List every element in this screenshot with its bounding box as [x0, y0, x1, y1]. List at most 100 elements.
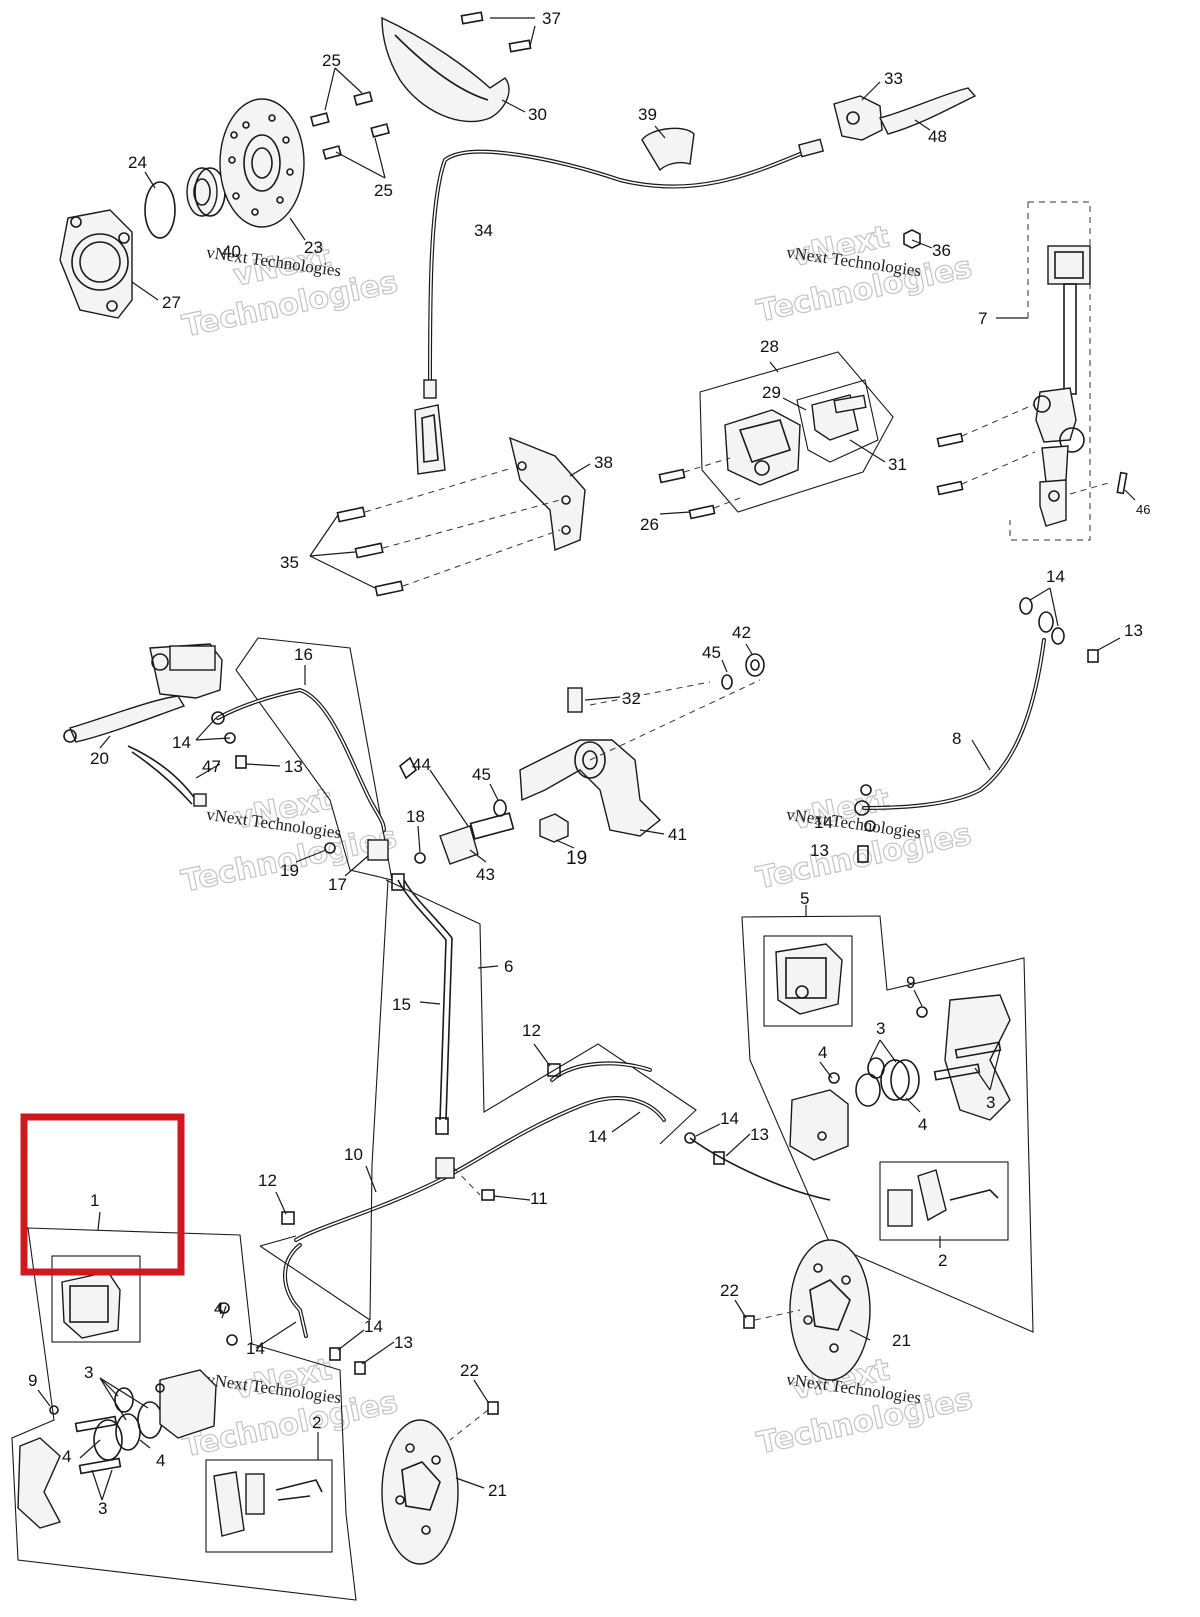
callout-4: 4 — [918, 1115, 927, 1134]
callout-45: 45 — [702, 643, 721, 662]
brake-pedal-assembly — [398, 653, 765, 865]
group-outline-1 — [11, 1227, 357, 1601]
cable-clip-39 — [641, 127, 695, 172]
leaders-disc-left — [455, 1379, 489, 1489]
callout-1: 1 — [90, 1191, 99, 1210]
centre-hoses — [259, 873, 831, 1375]
lever-holder-33 — [833, 95, 883, 141]
callout-31: 31 — [888, 455, 907, 474]
callout-14: 14 — [172, 733, 191, 752]
master-cylinder-7 — [1035, 387, 1077, 443]
watermark-top-left: vNext Technologies vNext Technologies — [179, 238, 401, 345]
callout-25: 25 — [322, 51, 341, 70]
leaders-hose8 — [971, 587, 1121, 771]
rear-brake-hose-8 — [854, 597, 1099, 863]
callout-20: 20 — [90, 749, 109, 768]
leaders-lever — [861, 81, 933, 249]
callout-36: 36 — [932, 241, 951, 260]
callout-40: 40 — [222, 242, 241, 261]
callout-3: 3 — [98, 1499, 107, 1518]
grease-nipple-44 — [398, 756, 418, 780]
callout-43: 43 — [476, 865, 495, 884]
callout-13: 13 — [284, 757, 303, 776]
callout-2: 2 — [938, 1251, 947, 1270]
callout-29: 29 — [762, 383, 781, 402]
callout-48: 48 — [928, 127, 947, 146]
leaders-front-master — [99, 665, 421, 877]
callout-24: 24 — [128, 153, 147, 172]
callout-23: 23 — [304, 238, 323, 257]
leaders-left-caliper — [37, 1211, 319, 1501]
leaders-master — [996, 317, 1136, 501]
banjo-17 — [367, 839, 389, 861]
front-lever-20 — [69, 695, 186, 743]
leaders-pedal — [429, 643, 753, 863]
group-outline-5 — [741, 915, 1034, 1333]
caliper-bracket-right — [944, 994, 1011, 1121]
spring-32 — [567, 687, 583, 713]
leaders-centre — [255, 965, 751, 1365]
leaders-right-caliper — [805, 905, 1001, 1248]
callout-2: 2 — [312, 1413, 321, 1432]
disc-21-right — [743, 1239, 871, 1381]
callout-28: 28 — [760, 337, 779, 356]
watermark-mid-right: vNext Technologies vNext Technologies — [753, 782, 975, 897]
callout-19: 19 — [280, 861, 299, 880]
callout-27: 27 — [162, 293, 181, 312]
highlight-box-callout-1 — [20, 1113, 185, 1276]
callout-39: 39 — [638, 105, 657, 124]
hose-10 — [294, 1096, 666, 1242]
callout-14: 14 — [588, 1127, 607, 1146]
caliper-body-left — [159, 1369, 217, 1439]
callout-7: 7 — [978, 309, 987, 328]
pivot-bolt-43 — [439, 825, 479, 865]
hose-15 — [397, 879, 447, 1121]
callout-12: 12 — [522, 1021, 541, 1040]
callout-4: 4 — [214, 1299, 223, 1318]
callout-14: 14 — [364, 1317, 383, 1336]
rear-disc-assembly — [59, 11, 532, 319]
callout-4: 4 — [156, 1451, 165, 1470]
callout-labels: 37 25 25 24 40 23 27 30 39 33 48 34 36 7… — [28, 9, 1150, 1518]
callout-11: 11 — [530, 1189, 548, 1208]
callout-3: 3 — [876, 1019, 885, 1038]
callout-4: 4 — [818, 1043, 827, 1062]
callout-3: 3 — [84, 1363, 93, 1382]
callout-44: 44 — [412, 755, 431, 774]
callout-30: 30 — [528, 105, 547, 124]
o-ring-24 — [144, 181, 176, 239]
nut-19 — [539, 813, 569, 843]
washer-45b — [493, 799, 507, 817]
brake-cable-assembly — [336, 127, 825, 597]
brake-lever-48 — [878, 87, 977, 135]
callout-45: 45 — [472, 765, 491, 784]
callout-38: 38 — [594, 453, 613, 472]
callout-34: 34 — [474, 221, 493, 240]
watermark-top-right: vNext Technologies vNext Technologies — [753, 219, 975, 330]
callout-13: 13 — [394, 1333, 413, 1352]
callout-35: 35 — [280, 553, 299, 572]
watermark-bottom-right: vNext Technologies vNext Technologies — [754, 1352, 976, 1462]
callout-33: 33 — [884, 69, 903, 88]
leaders-top-left — [131, 17, 536, 301]
brake-pedal-41 — [519, 739, 662, 837]
callout-22: 22 — [720, 1281, 739, 1300]
callout-16: 16 — [294, 645, 313, 664]
callout-14: 14 — [720, 1109, 739, 1128]
washer-42 — [745, 653, 765, 677]
callout-21: 21 — [488, 1481, 507, 1500]
brake-pad-2-right — [887, 1189, 913, 1227]
group-outline-28 — [699, 351, 894, 513]
callout-10: 10 — [344, 1145, 363, 1164]
callout-46: 46 — [1136, 502, 1150, 517]
master-cylinder-assembly — [936, 201, 1128, 541]
group-outline-6 — [385, 879, 697, 1145]
callout-25: 25 — [374, 181, 393, 200]
leaders-caliper — [659, 361, 886, 515]
callout-5: 5 — [800, 889, 809, 908]
callout-42: 42 — [732, 623, 751, 642]
callout-18: 18 — [406, 807, 425, 826]
front-left-caliper-group — [11, 1227, 357, 1601]
caliper-bracket-left — [17, 1437, 62, 1529]
